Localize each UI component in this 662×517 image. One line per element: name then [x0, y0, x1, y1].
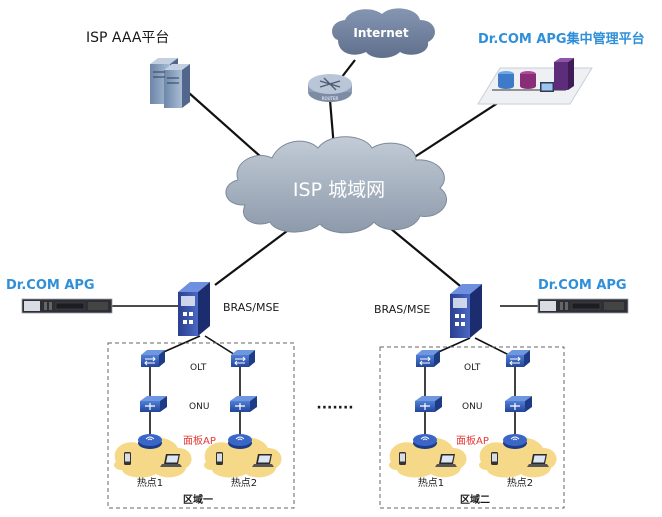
region-box-1 — [107, 342, 295, 509]
phone-l1-icon — [124, 452, 131, 465]
onu-right-b-icon — [504, 395, 533, 413]
router-label: ROUTER — [322, 96, 339, 101]
phone-l2-icon — [216, 452, 223, 465]
access-links — [149, 335, 516, 440]
phone-r1-icon — [399, 452, 406, 465]
panel-ap-right-b-icon — [502, 433, 528, 450]
server-icon — [150, 58, 190, 108]
more-regions-ellipsis: ······· — [316, 400, 353, 416]
bras-right-label: BRAS/MSE — [374, 303, 430, 316]
onu-left-a-icon — [139, 395, 168, 413]
internet-label: Internet — [353, 26, 408, 40]
bras-left-label: BRAS/MSE — [223, 301, 279, 314]
internet-cloud: Internet — [332, 8, 435, 58]
hotspot-bubble-l2 — [204, 437, 282, 478]
apg-appliance-right-icon — [537, 298, 629, 314]
onu-right-label: ONU — [462, 402, 482, 412]
hotspot-r2-label: 热点2 — [507, 476, 533, 489]
management-platform-icon — [477, 58, 593, 105]
router-icon: ROUTER — [308, 74, 352, 102]
hotspot-l2-label: 热点2 — [231, 476, 257, 489]
olt-right-label: OLT — [464, 363, 481, 373]
bras-right-icon — [450, 284, 482, 338]
hotspot-bubble-r2 — [479, 437, 557, 478]
apg-left-label: Dr.COM APG — [6, 278, 95, 293]
onu-left-b-icon — [229, 395, 258, 413]
onu-right-a-icon — [414, 395, 443, 413]
olt-switch-left-b-icon — [230, 349, 256, 368]
hotspot-bubble-r1 — [389, 437, 467, 478]
panel-ap-right-a-icon — [412, 433, 438, 450]
olt-switch-right-b-icon — [505, 349, 531, 368]
trunk-links — [179, 59, 511, 291]
apg-appliance-left-icon — [21, 298, 113, 314]
panel-ap-right-label: 面板AP — [456, 434, 489, 447]
olt-switch-right-a-icon — [415, 349, 441, 368]
hotspot-bubble-l1 — [114, 437, 192, 478]
panel-ap-left-b-icon — [227, 433, 253, 450]
olt-left-label: OLT — [190, 363, 207, 373]
onu-left-label: ONU — [189, 402, 209, 412]
phone-r2-icon — [491, 452, 498, 465]
isp-metro-label: ISP 城域网 — [293, 179, 385, 201]
region-box-2 — [379, 346, 565, 509]
region-2-label: 区域二 — [460, 493, 490, 506]
panel-ap-left-a-icon — [137, 433, 163, 450]
bras-left-icon — [178, 282, 210, 336]
panel-ap-left-label: 面板AP — [183, 434, 216, 447]
drcom-platform-label: Dr.COM APG集中管理平台 — [478, 31, 645, 47]
isp-metro-cloud: ISP 城域网 — [225, 136, 447, 234]
hotspot-r1-label: 热点1 — [418, 476, 444, 489]
isp-aaa-label: ISP AAA平台 — [86, 30, 169, 46]
hotspot-l1-label: 热点1 — [137, 476, 163, 489]
olt-switch-left-a-icon — [140, 349, 166, 368]
region-1-label: 区域一 — [183, 493, 213, 506]
apg-right-label: Dr.COM APG — [538, 278, 627, 293]
